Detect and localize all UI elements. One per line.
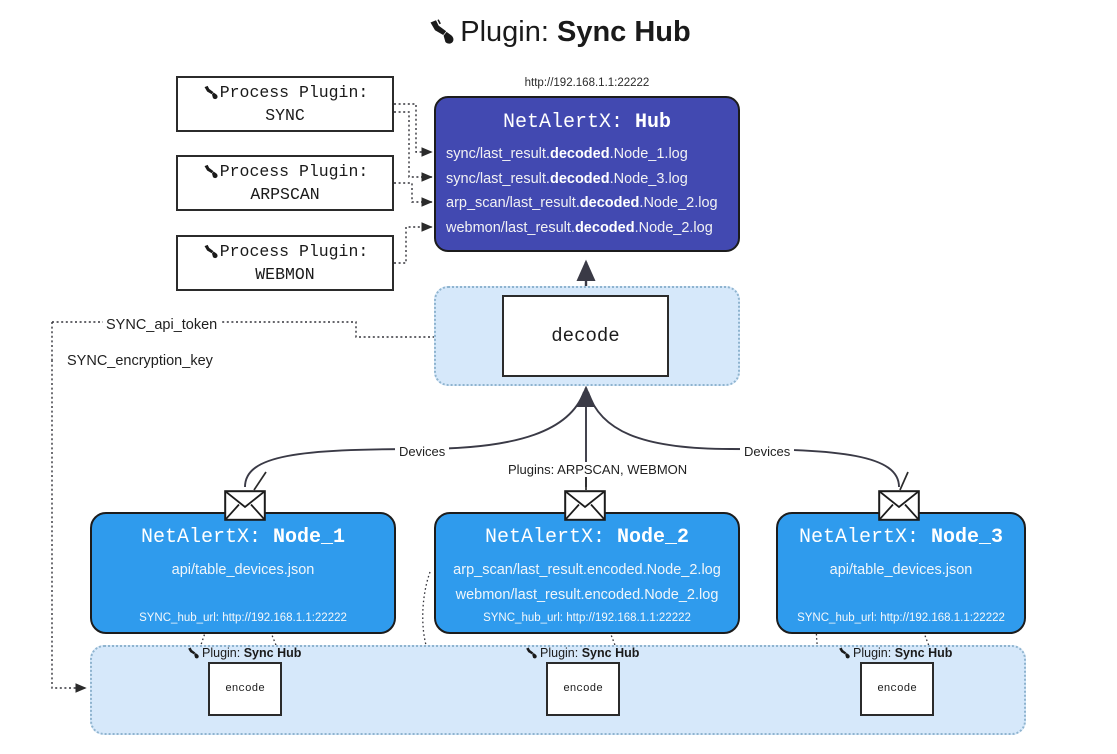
encode-plugin-prefix: Plugin:	[853, 646, 892, 660]
encode-box[interactable]: encode	[546, 662, 620, 716]
node-footer-hub-url: SYNC_hub_url: http://192.168.1.1:22222	[797, 612, 1005, 624]
encode-box[interactable]: encode	[860, 662, 934, 716]
node-box-node-1[interactable]: NetAlertX: Node_1 api/table_devices.json…	[90, 512, 396, 634]
process-plugin-line2: ARPSCAN	[250, 184, 320, 204]
encode-box[interactable]: encode	[208, 662, 282, 716]
process-plugin-line1: Process Plugin:	[219, 242, 369, 261]
node-title-name: Node_1	[273, 526, 346, 549]
plug-icon	[202, 244, 219, 265]
edge-label-plugins: Plugins: ARPSCAN, WEBMON	[504, 462, 692, 477]
process-plugin-line2: WEBMON	[255, 264, 315, 284]
hub-log-row: sync/last_result.decoded.Node_1.log	[446, 142, 738, 167]
hub-log-pre: arp_scan/last_result.	[446, 195, 580, 211]
encode-plugin-label: Plugin: Sync Hub	[524, 646, 639, 662]
envelope-icon	[224, 490, 266, 521]
hub-log-row: arp_scan/last_result.decoded.Node_2.log	[446, 191, 738, 216]
encode-plugin-name: Sync Hub	[243, 646, 302, 660]
node-title-prefix: NetAlertX:	[484, 526, 605, 549]
secret-label-api-token: SYNC_api_token	[103, 317, 221, 333]
plug-icon	[202, 164, 219, 185]
envelope-icon	[878, 490, 920, 521]
hub-log-post: .Node_2.log	[639, 195, 718, 211]
hub-log-mid: decoded	[549, 146, 610, 162]
hub-url-caption: http://192.168.1.1:22222	[524, 77, 650, 89]
title-name: Sync Hub	[556, 16, 691, 48]
hub-title-name: Hub	[635, 111, 672, 134]
hub-log-row: webmon/last_result.decoded.Node_2.log	[446, 216, 738, 241]
hub-log-mid: decoded	[579, 195, 640, 211]
hub-log-pre: sync/last_result.	[446, 146, 550, 162]
node-box-node-3[interactable]: NetAlertX: Node_3 api/table_devices.json…	[776, 512, 1026, 634]
node-line: webmon/last_result.encoded.Node_2.log	[455, 587, 719, 603]
node-title: NetAlertX: Node_2	[436, 526, 738, 549]
hub-log-list: sync/last_result.decoded.Node_1.log sync…	[436, 142, 738, 240]
secret-label-encryption-key: SYNC_encryption_key	[64, 353, 216, 369]
decode-box[interactable]: decode	[502, 295, 669, 377]
node-title: NetAlertX: Node_1	[92, 526, 394, 549]
plug-icon	[202, 85, 219, 106]
node-box-node-2[interactable]: NetAlertX: Node_2 arp_scan/last_result.e…	[434, 512, 740, 634]
encode-plugin-prefix: Plugin:	[540, 646, 579, 660]
hub-title-prefix: NetAlertX:	[502, 111, 623, 134]
hub-log-mid: decoded	[574, 219, 635, 236]
hub-log-row: sync/last_result.decoded.Node_3.log	[446, 167, 738, 192]
hub-log-mid: decoded	[549, 170, 610, 187]
encode-plugin-prefix: Plugin:	[202, 646, 241, 660]
hub-title: NetAlertX: Hub	[436, 111, 738, 134]
hub-log-post: .Node_2.log	[634, 219, 713, 236]
node-line: api/table_devices.json	[829, 562, 973, 578]
node-footer-hub-url: SYNC_hub_url: http://192.168.1.1:22222	[483, 612, 691, 624]
process-plugin-line1: Process Plugin:	[219, 162, 369, 181]
title-prefix: Plugin:	[460, 16, 549, 48]
process-plugin-line2: SYNC	[265, 105, 305, 125]
node-title-name: Node_3	[931, 526, 1004, 549]
plug-icon	[837, 647, 851, 662]
plug-icon	[524, 647, 538, 662]
plug-icon	[426, 19, 456, 53]
hub-log-pre: sync/last_result.	[446, 170, 550, 187]
node-line-list: arp_scan/last_result.encoded.Node_2.log …	[436, 558, 738, 608]
encode-plugin-label: Plugin: Sync Hub	[186, 646, 301, 662]
plug-icon	[186, 647, 200, 662]
node-line-list: api/table_devices.json	[778, 558, 1024, 583]
node-line: api/table_devices.json	[171, 562, 315, 578]
encode-plugin-label: Plugin: Sync Hub	[837, 646, 952, 662]
process-plugin-box-webmon[interactable]: Process Plugin: WEBMON	[176, 235, 394, 291]
process-plugin-line1: Process Plugin:	[219, 83, 369, 102]
edge-label-devices-right: Devices	[740, 444, 795, 459]
node-title-prefix: NetAlertX:	[140, 526, 261, 549]
process-plugin-box-sync[interactable]: Process Plugin: SYNC	[176, 76, 394, 132]
node-line-list: api/table_devices.json	[92, 558, 394, 583]
envelope-icon	[564, 490, 606, 521]
node-line: arp_scan/last_result.encoded.Node_2.log	[453, 562, 721, 578]
node-title-prefix: NetAlertX:	[798, 526, 919, 549]
node-title-name: Node_2	[617, 526, 690, 549]
encode-plugin-name: Sync Hub	[894, 646, 953, 660]
hub-node[interactable]: NetAlertX: Hub sync/last_result.decoded.…	[434, 96, 740, 252]
node-title: NetAlertX: Node_3	[778, 526, 1024, 549]
encode-plugin-name: Sync Hub	[581, 646, 640, 660]
hub-log-pre: webmon/last_result.	[446, 219, 575, 236]
edge-label-devices-left: Devices	[395, 444, 450, 459]
hub-log-post: .Node_3.log	[609, 170, 688, 187]
page-title: Plugin: Sync Hub	[0, 16, 1117, 53]
node-footer-hub-url: SYNC_hub_url: http://192.168.1.1:22222	[139, 612, 347, 624]
process-plugin-box-arpscan[interactable]: Process Plugin: ARPSCAN	[176, 155, 394, 211]
hub-log-post: .Node_1.log	[609, 146, 688, 162]
